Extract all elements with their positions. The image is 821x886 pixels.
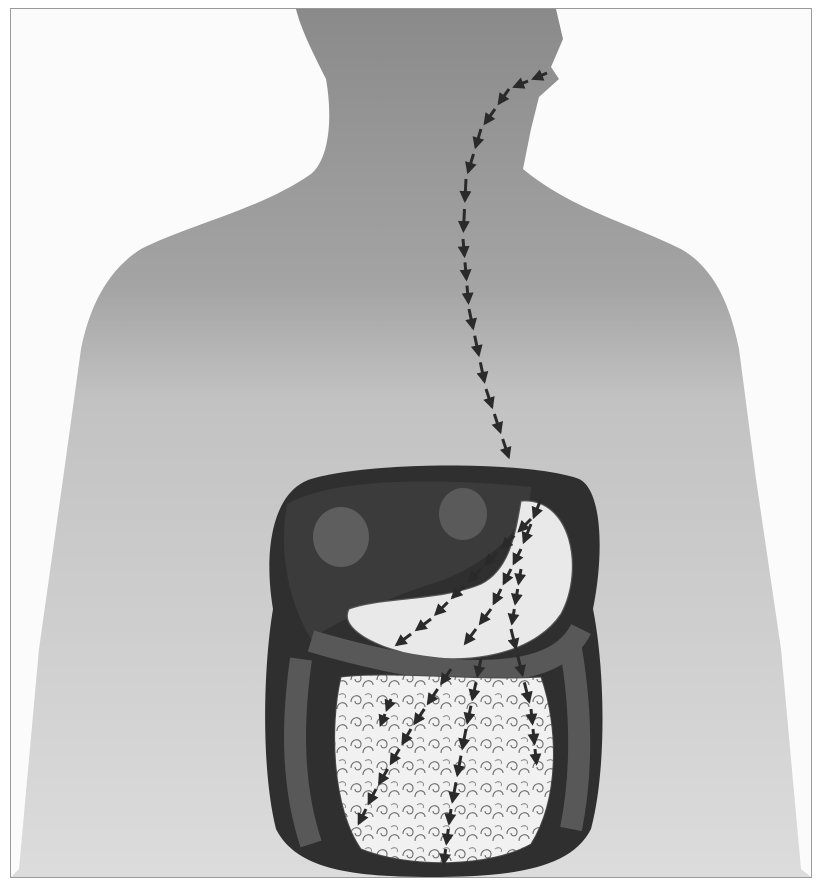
arrow-icon — [449, 809, 451, 823]
arrow-icon — [531, 709, 532, 723]
arrow-icon — [465, 262, 466, 279]
figure-frame — [10, 8, 812, 878]
abdominal-cavity — [265, 466, 602, 878]
arrow-icon — [446, 829, 448, 843]
arrow-icon — [463, 239, 464, 256]
arrow-icon — [533, 729, 534, 743]
arrow-icon — [465, 179, 466, 201]
arrow-icon — [463, 209, 464, 231]
arrow-icon — [535, 749, 536, 763]
digestive-system-illustration — [11, 9, 811, 877]
arrow-icon — [467, 286, 468, 303]
liver-highlight — [313, 507, 369, 567]
arrow-icon — [444, 849, 446, 863]
gallbladder — [439, 488, 487, 540]
small-intestine — [335, 675, 554, 863]
